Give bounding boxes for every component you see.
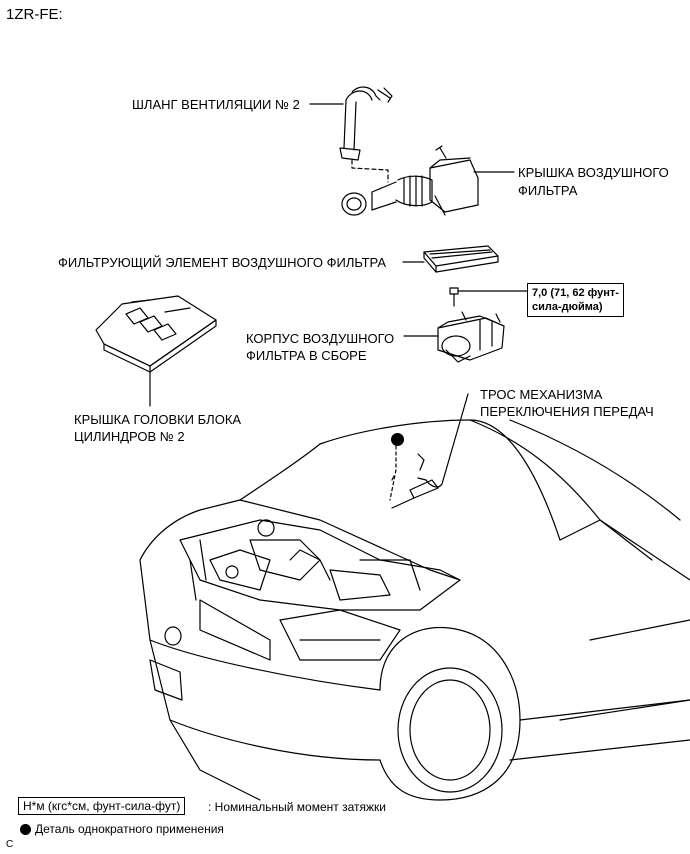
car-drawing <box>139 419 690 801</box>
torque-spec-box: 7,0 (71, 62 фунт- сила-дюйма) <box>527 283 624 317</box>
legend-single-use-icon <box>20 824 31 835</box>
corner-code: C <box>6 839 14 850</box>
label-air-cleaner-cap-line1: КРЫШКА ВОЗДУШНОГО <box>518 165 669 180</box>
air-cleaner-case-drawing <box>437 311 505 363</box>
label-case-line2: ФИЛЬТРА В СБОРЕ <box>246 348 367 363</box>
label-cable-line2: ПЕРЕКЛЮЧЕНИЯ ПЕРЕДАЧ <box>480 404 654 419</box>
label-head-cover-line2: ЦИЛИНДРОВ № 2 <box>74 429 185 444</box>
torque-spec-line1: 7,0 (71, 62 фунт- <box>532 287 619 299</box>
single-use-marker-icon <box>391 433 404 446</box>
bolt-drawing <box>449 287 459 307</box>
legend-torque-desc: : Номинальный момент затяжки <box>208 800 386 814</box>
shift-cable-drawing <box>389 393 469 509</box>
label-case-line1: КОРПУС ВОЗДУШНОГО <box>246 331 395 346</box>
vent-hose-drawing <box>339 86 393 161</box>
label-filter-element: ФИЛЬТРУЮЩИЙ ЭЛЕМЕНТ ВОЗДУШНОГО ФИЛЬТРА <box>58 255 387 270</box>
head-cover-drawing <box>95 295 217 373</box>
label-air-cleaner-cap-line2: ФИЛЬТРА <box>518 183 578 198</box>
label-cable-line1: ТРОС МЕХАНИЗМА <box>480 387 603 402</box>
air-cleaner-cap-drawing <box>341 145 479 216</box>
label-head-cover-line1: КРЫШКА ГОЛОВКИ БЛОКА <box>74 412 242 427</box>
label-vent-hose: ШЛАНГ ВЕНТИЛЯЦИИ № 2 <box>132 97 300 112</box>
legend-torque-units: Н*м (кгс*см, фунт-сила-фут) <box>18 797 186 815</box>
page-title: 1ZR-FE: <box>6 6 63 23</box>
filter-element-drawing <box>423 245 499 273</box>
legend-single-use-text: Деталь однократного применения <box>35 822 224 836</box>
torque-spec-line2: сила-дюйма) <box>532 301 603 313</box>
